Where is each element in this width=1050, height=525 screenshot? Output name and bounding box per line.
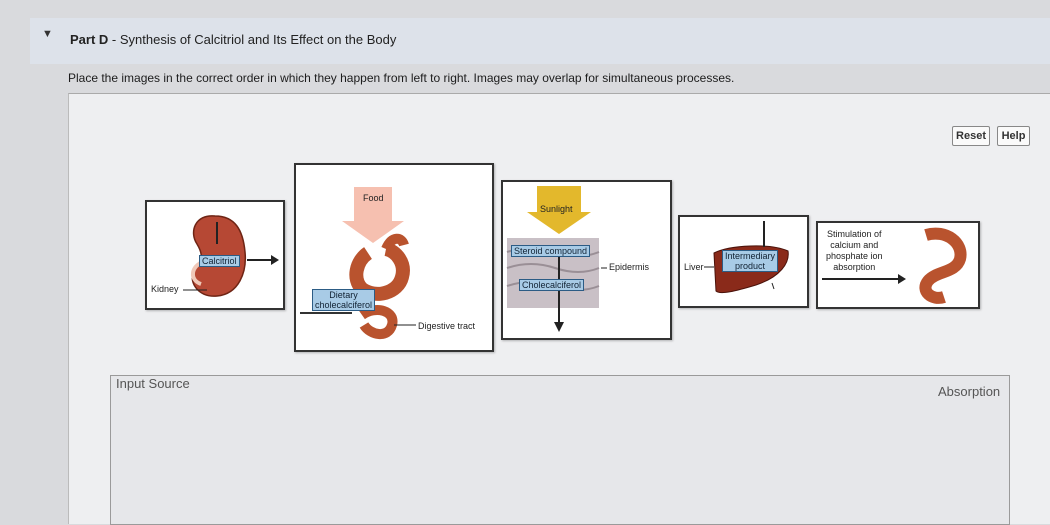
kidney-label: Kidney xyxy=(151,284,179,294)
epidermis-label: Epidermis xyxy=(609,262,650,272)
steroid-compound-label: Steroid compound xyxy=(511,245,591,257)
reset-button[interactable]: Reset xyxy=(952,126,990,146)
intestine-illustration xyxy=(822,227,967,304)
help-button[interactable]: Help xyxy=(997,126,1030,146)
cholecalciferol-label: Cholecalciferol xyxy=(519,279,585,291)
card-sunlight-epidermis[interactable]: Sunlight Steroid compound Cholecalcifero… xyxy=(501,180,672,340)
instructions: Place the images in the correct order in… xyxy=(68,71,735,85)
input-source-label: Input Source xyxy=(116,376,190,391)
food-digestive-illustration xyxy=(300,187,416,339)
part-title: Part D - Synthesis of Calcitriol and Its… xyxy=(70,32,397,47)
part-header[interactable]: ▼ Part D - Synthesis of Calcitriol and I… xyxy=(30,18,1050,64)
sunlight-label: Sunlight xyxy=(540,204,573,214)
sunlight-skin-illustration xyxy=(506,186,607,332)
liver-label: Liver xyxy=(684,262,704,272)
collapse-triangle-icon[interactable]: ▼ xyxy=(42,28,53,40)
digestive-tract-label: Digestive tract xyxy=(418,321,476,331)
food-label: Food xyxy=(363,193,384,203)
card-kidney-calcitriol[interactable]: Calcitriol Kidney xyxy=(145,200,285,310)
calcitriol-label: Calcitriol xyxy=(199,255,240,267)
sequence-drop-zone[interactable] xyxy=(110,375,1010,525)
absorption-label: Absorption xyxy=(938,384,1001,399)
